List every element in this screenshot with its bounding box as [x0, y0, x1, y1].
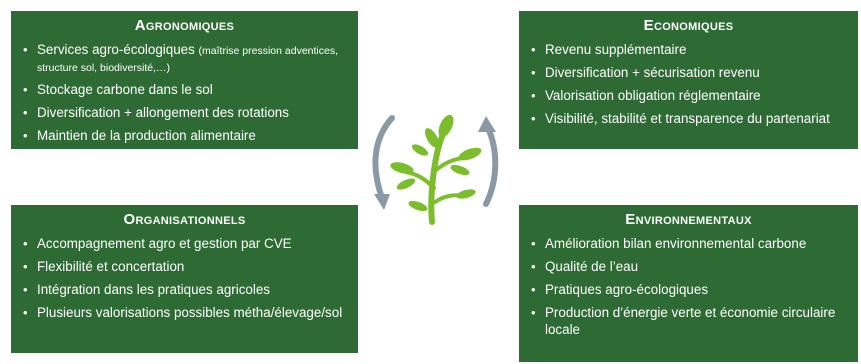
list-item: Diversification + sécurisation revenu — [531, 64, 846, 81]
list-item: Revenu supplémentaire — [531, 41, 846, 58]
list-item: Accompagnement agro et gestion par CVE — [23, 235, 346, 252]
cycle-arrow-right-icon — [478, 116, 499, 207]
economiques-box: Economiques Revenu supplémentaire Divers… — [519, 11, 858, 149]
economiques-title: Economiques — [643, 17, 734, 34]
list-item: Amélioration bilan environnemental carbo… — [531, 235, 846, 252]
list-item-detail: (maîtrise pression adventices, structure… — [37, 45, 339, 74]
environnementaux-list: Amélioration bilan environnemental carbo… — [531, 235, 846, 338]
list-item: Flexibilité et concertation — [23, 258, 346, 275]
list-item: Valorisation obligation réglementaire — [531, 87, 846, 104]
cycle-arrow-left-icon — [372, 115, 395, 210]
plant-icon — [390, 114, 482, 225]
organisationnels-box: Organisationnels Accompagnement agro et … — [11, 205, 358, 353]
list-item: Production d’énergie verte et économie c… — [531, 304, 846, 338]
list-item: Plusieurs valorisations possibles métha/… — [23, 304, 346, 321]
agronomiques-title: Agronomiques — [134, 17, 235, 34]
list-item: Stockage carbone dans le sol — [23, 81, 346, 98]
list-item: Intégration dans les pratiques agricoles — [23, 281, 346, 298]
list-item: Qualité de l’eau — [531, 258, 846, 275]
organisationnels-title: Organisationnels — [123, 211, 246, 228]
economiques-list: Revenu supplémentaire Diversification + … — [531, 41, 846, 127]
list-item: Maintien de la production alimentaire — [23, 127, 346, 144]
agronomiques-list: Services agro-écologiques (maîtrise pres… — [23, 41, 346, 144]
organisationnels-list: Accompagnement agro et gestion par CVE F… — [23, 235, 346, 321]
list-item: Visibilité, stabilité et transparence du… — [531, 110, 846, 127]
list-item: Pratiques agro-écologiques — [531, 281, 846, 298]
list-item: Services agro-écologiques (maîtrise pres… — [23, 41, 346, 75]
plant-cycle-graphic — [372, 114, 499, 225]
agronomiques-box: Agronomiques Services agro-écologiques (… — [11, 11, 358, 149]
environnementaux-box: Environnementaux Amélioration bilan envi… — [519, 205, 858, 362]
list-item-text: Services agro-écologiques — [37, 42, 195, 57]
environnementaux-title: Environnementaux — [625, 211, 752, 228]
list-item: Diversification + allongement des rotati… — [23, 104, 346, 121]
